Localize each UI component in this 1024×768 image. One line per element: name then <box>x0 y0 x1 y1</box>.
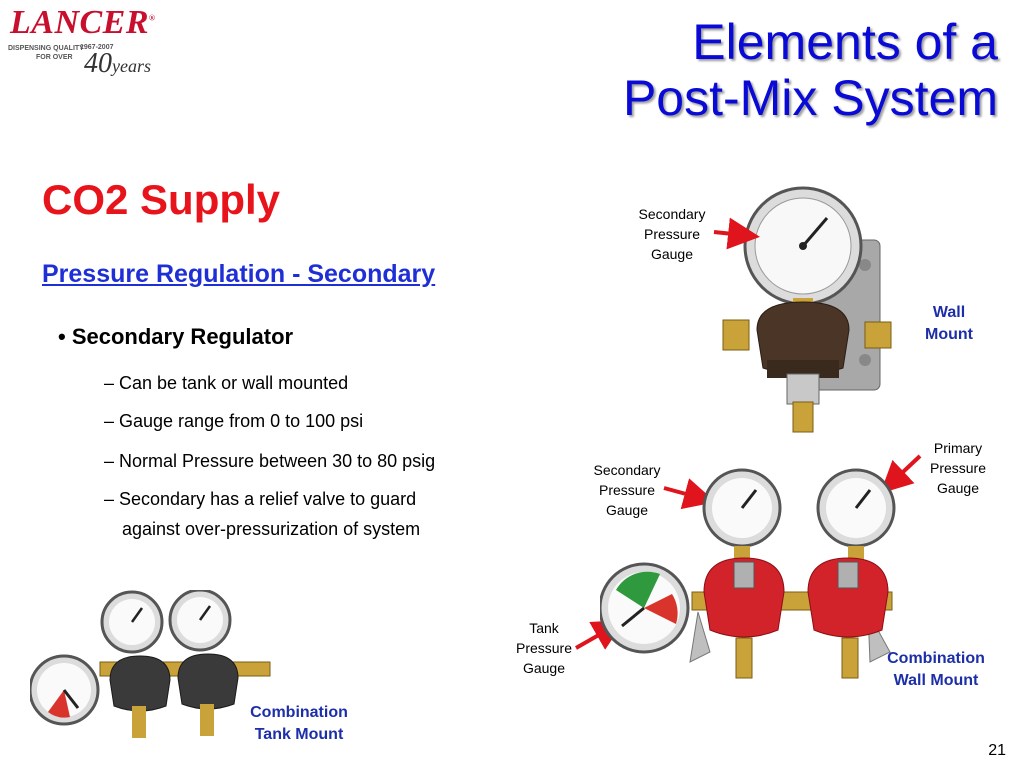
label-combo-primary-gauge: Primary Pressure Gauge <box>929 440 987 496</box>
label-wall-mount: Wall Mount <box>925 304 973 343</box>
sub-item-mounting: – Can be tank or wall mounted <box>104 373 349 393</box>
label-combination-tank-mount: Combination Tank Mount <box>250 704 348 743</box>
sub-item-relief-valve: – Secondary has a relief valve to guard <box>104 489 417 509</box>
logo-years-range: 1967-2007 <box>80 44 114 51</box>
logo-anniversary: 40years <box>84 48 151 79</box>
label-combo-secondary-gauge: Secondary Pressure Gauge <box>593 462 661 518</box>
sub-item-normal-pressure: – Normal Pressure between 30 to 80 psig <box>104 451 436 471</box>
sub-item-gauge-range: – Gauge range from 0 to 100 psi <box>104 411 364 431</box>
logo-brand: LANCER <box>10 4 150 41</box>
label-wall-secondary-gauge: Secondary Pressure Gauge <box>638 206 706 262</box>
lancer-logo: LANCER® DISPENSING QUALITY FOR OVER 1967… <box>8 4 156 79</box>
wall-mount-regulator-image <box>722 186 892 433</box>
combination-wall-mount-image <box>600 468 896 679</box>
section-heading: CO2 Supply <box>42 176 281 223</box>
slide-number: 21 <box>988 742 1006 759</box>
logo-tagline: DISPENSING QUALITY FOR OVER <box>8 45 84 61</box>
subheading-link: Pressure Regulation - Secondary <box>42 260 436 288</box>
label-tank-pressure-gauge: Tank Pressure Gauge <box>515 620 573 676</box>
bullet-secondary-regulator: • Secondary Regulator <box>58 324 294 349</box>
slide-title: Elements of a Post-Mix System <box>622 14 998 126</box>
combination-tank-mount-image <box>30 590 271 738</box>
label-combination-wall-mount: Combination Wall Mount <box>887 650 985 689</box>
sub-item-relief-valve-cont: against over-pressurization of system <box>122 519 421 539</box>
